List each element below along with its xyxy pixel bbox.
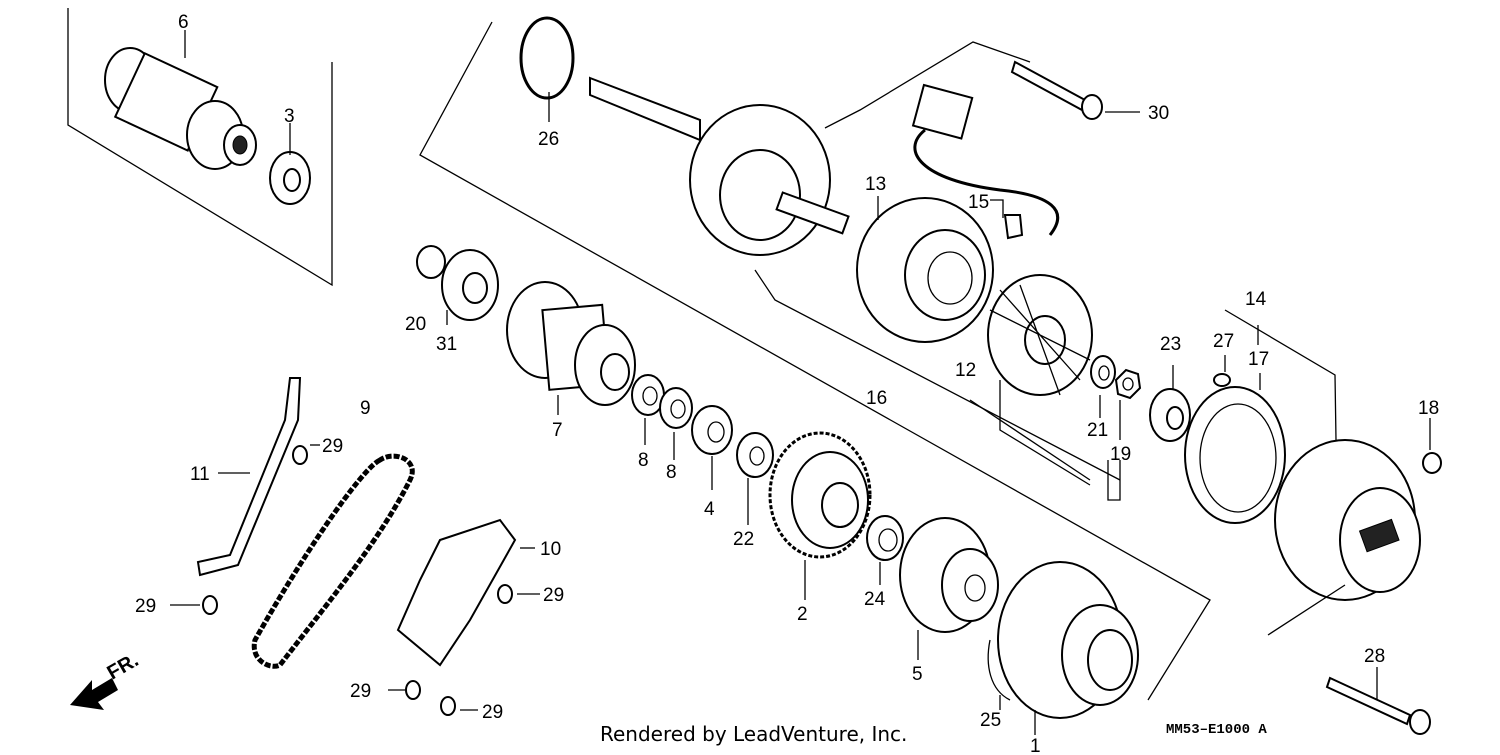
part-3-washer[interactable]: [269, 151, 311, 205]
label-29-c: 29: [543, 585, 564, 606]
part-23-bearing[interactable]: [1149, 388, 1191, 442]
part-27-screw[interactable]: [1213, 373, 1231, 387]
part-8-washer-b[interactable]: [659, 387, 693, 429]
part-28-bolt[interactable]: [1267, 584, 1431, 735]
label-29-e: 29: [482, 702, 503, 723]
label-29-a: 29: [322, 436, 343, 457]
label-18: 18: [1418, 398, 1439, 419]
label-21: 21: [1087, 420, 1108, 441]
label-22: 22: [733, 529, 754, 550]
label-14: 14: [1245, 289, 1267, 310]
part-9-cam-chain[interactable]: [251, 453, 415, 669]
label-3: 3: [284, 106, 295, 127]
label-10: 10: [540, 539, 561, 560]
label-27: 27: [1213, 331, 1234, 352]
label-15: 15: [968, 192, 989, 213]
label-5: 5: [912, 664, 923, 685]
part-1-flywheel[interactable]: [997, 561, 1139, 719]
part-29-bolt-b[interactable]: [202, 595, 218, 615]
label-12: 12: [955, 360, 976, 381]
callout-labels: 6 3 26 30 13 15 20 31 7 8 8 4 22 2 24 5 …: [135, 12, 1439, 755]
label-31: 31: [436, 334, 457, 355]
starter-clutch-group-box: [67, 8, 333, 287]
part-29-bolt-e[interactable]: [440, 696, 456, 716]
part-6-starter-drive[interactable]: [104, 47, 257, 170]
part-24-needle-bearing[interactable]: [866, 515, 904, 561]
part-17-gasket[interactable]: [1184, 386, 1286, 524]
part-26-o-ring[interactable]: [519, 16, 575, 100]
part-29-bolt-c[interactable]: [497, 584, 513, 604]
rotor-shaft: [589, 76, 850, 256]
label-20: 20: [405, 314, 426, 335]
front-arrow-label: FR.: [104, 649, 143, 684]
part-18-grommet[interactable]: [1422, 452, 1442, 474]
label-9: 9: [360, 398, 371, 419]
part-29-bolt-a[interactable]: [292, 445, 308, 465]
part-25-key[interactable]: [987, 639, 1011, 701]
part-15-clamp[interactable]: [1003, 214, 1024, 240]
leader-lines: [170, 30, 1431, 735]
part-5-starter-clutch[interactable]: [899, 517, 999, 633]
label-28: 28: [1364, 646, 1385, 667]
label-30: 30: [1148, 103, 1169, 124]
part-29-bolt-d[interactable]: [405, 680, 421, 700]
label-26: 26: [538, 129, 559, 150]
label-16: 16: [866, 388, 887, 409]
label-19: 19: [1110, 444, 1131, 465]
label-29-d: 29: [350, 681, 371, 702]
label-25: 25: [980, 710, 1001, 731]
part-14-alternator-cover[interactable]: [1224, 309, 1421, 601]
label-6: 6: [178, 12, 189, 33]
alternator-group-outline: [419, 21, 1211, 701]
part-21-washer[interactable]: [1090, 355, 1116, 389]
part-12-cooling-fan[interactable]: [987, 274, 1093, 396]
part-7-starter-gear[interactable]: [506, 281, 636, 406]
label-11: 11: [190, 464, 210, 485]
label-7: 7: [552, 420, 563, 441]
label-8-b: 8: [666, 462, 677, 483]
part-4-collar[interactable]: [691, 405, 733, 455]
part-11-chain-guide-bracket[interactable]: [196, 377, 302, 577]
label-24: 24: [864, 589, 886, 610]
part-20-nut[interactable]: [416, 245, 446, 279]
part-13-stator[interactable]: [856, 197, 994, 343]
label-23: 23: [1160, 334, 1181, 355]
label-4: 4: [704, 499, 715, 520]
front-direction-arrow: FR.: [70, 649, 142, 710]
part-19-nut[interactable]: [1114, 368, 1142, 400]
stator-wire-connector: [911, 83, 1060, 236]
part-30-bolt[interactable]: [1010, 60, 1103, 120]
label-1: 1: [1030, 736, 1041, 755]
label-29-b: 29: [135, 596, 156, 617]
part-10-chain-tensioner[interactable]: [396, 518, 517, 667]
diagram-code: MM53–E1000 A: [1166, 722, 1267, 738]
part-31-bearing[interactable]: [441, 249, 499, 321]
render-credit: Rendered by LeadVenture, Inc.: [600, 722, 908, 746]
part-2-driven-gear[interactable]: [768, 431, 872, 559]
label-17: 17: [1248, 349, 1269, 370]
label-13: 13: [865, 174, 886, 195]
label-8-a: 8: [638, 450, 649, 471]
part-22-washer[interactable]: [736, 432, 774, 478]
label-2: 2: [797, 604, 808, 625]
